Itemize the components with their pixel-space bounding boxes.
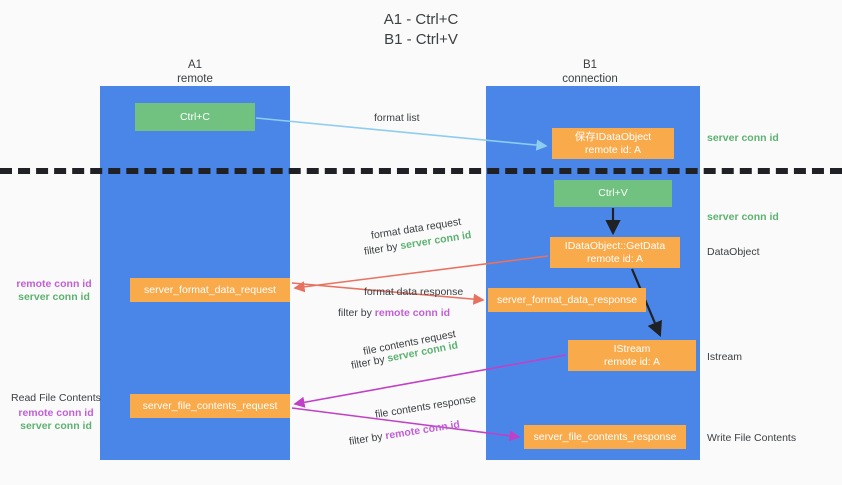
annotation-server-conn-id-top: server conn id bbox=[707, 132, 779, 144]
box-server-file-contents-response[interactable]: server_file_contents_response bbox=[524, 425, 686, 449]
box-getdata-line1: IDataObject::GetData bbox=[564, 239, 666, 252]
edge-label-file-contents-response: file contents response bbox=[374, 393, 477, 421]
annotation-dataobject: DataObject bbox=[707, 246, 760, 258]
box-server-format-data-response[interactable]: server_format_data_response bbox=[488, 288, 646, 312]
box-idataobject-line2: remote id: A bbox=[584, 143, 642, 156]
column-header-b1: B1 connection bbox=[515, 58, 665, 86]
filter-key-remote-conn-id: remote conn id bbox=[384, 418, 461, 443]
annotation-remote-conn-id: remote conn id bbox=[16, 278, 92, 290]
annotation-left-conn-ids: remote conn id server conn id bbox=[8, 278, 100, 304]
title-line-2: B1 - Ctrl+V bbox=[384, 31, 458, 48]
annotation-read-file-contents-title: Read File Contents bbox=[11, 392, 101, 404]
annotation-server-conn-id: server conn id bbox=[20, 420, 92, 432]
edge-label-file-contents-response-filter: filter by remote conn id bbox=[348, 417, 461, 448]
annotation-server-conn-id: server conn id bbox=[18, 291, 90, 303]
box-ctrl-c[interactable]: Ctrl+C bbox=[135, 103, 255, 131]
filter-key-remote-conn-id: remote conn id bbox=[374, 307, 451, 319]
filter-prefix: filter by bbox=[350, 352, 389, 372]
box-istream-line2: remote id: A bbox=[603, 355, 661, 368]
box-istream[interactable]: IStream remote id: A bbox=[568, 340, 696, 371]
annotation-istream: Istream bbox=[707, 351, 743, 363]
box-istream-line1: IStream bbox=[613, 342, 651, 355]
box-server-format-data-request[interactable]: server_format_data_request bbox=[130, 278, 290, 302]
filter-prefix: filter by bbox=[363, 240, 402, 258]
box-idataobject-line1: 保存IDataObject bbox=[574, 130, 652, 143]
box-ctrl-v-label: Ctrl+V bbox=[598, 187, 628, 199]
box-server-file-contents-request[interactable]: server_file_contents_request bbox=[130, 394, 290, 418]
box-idataobject[interactable]: 保存IDataObject remote id: A bbox=[552, 128, 674, 159]
box-server-file-contents-request-label: server_file_contents_request bbox=[142, 399, 278, 412]
edge-label-format-data-response: format data response bbox=[364, 286, 464, 298]
column-b1-name: B1 bbox=[582, 59, 598, 71]
page-title: A1 - Ctrl+C B1 - Ctrl+V bbox=[0, 10, 842, 50]
box-server-format-data-response-label: server_format_data_response bbox=[496, 293, 638, 306]
column-a1-name: A1 bbox=[187, 59, 203, 71]
box-server-format-data-request-label: server_format_data_request bbox=[144, 283, 276, 296]
filter-prefix: filter by bbox=[338, 307, 375, 319]
box-getdata-line2: remote id: A bbox=[586, 252, 644, 265]
annotation-read-file-contents: Read File Contents remote conn id server… bbox=[8, 392, 104, 433]
annotation-write-file-contents: Write File Contents bbox=[707, 432, 797, 444]
edge-label-format-list: format list bbox=[374, 112, 420, 124]
phase-divider bbox=[0, 168, 842, 174]
annotation-remote-conn-id: remote conn id bbox=[18, 407, 94, 419]
edge-label-format-data-response-filter: filter by remote conn id bbox=[338, 306, 450, 320]
filter-prefix: filter by bbox=[348, 430, 387, 448]
column-header-a1: A1 remote bbox=[120, 58, 270, 86]
column-a1-role: remote bbox=[177, 73, 213, 85]
box-ctrl-c-label: Ctrl+C bbox=[179, 110, 211, 123]
box-server-file-contents-response-label: server_file_contents_response bbox=[533, 430, 677, 443]
column-b1-role: connection bbox=[562, 73, 618, 85]
title-line-1: A1 - Ctrl+C bbox=[383, 11, 459, 28]
box-idataobject-getdata[interactable]: IDataObject::GetData remote id: A bbox=[550, 237, 680, 268]
box-ctrl-v[interactable]: Ctrl+V bbox=[554, 180, 672, 207]
annotation-server-conn-id-mid: server conn id bbox=[707, 211, 779, 223]
